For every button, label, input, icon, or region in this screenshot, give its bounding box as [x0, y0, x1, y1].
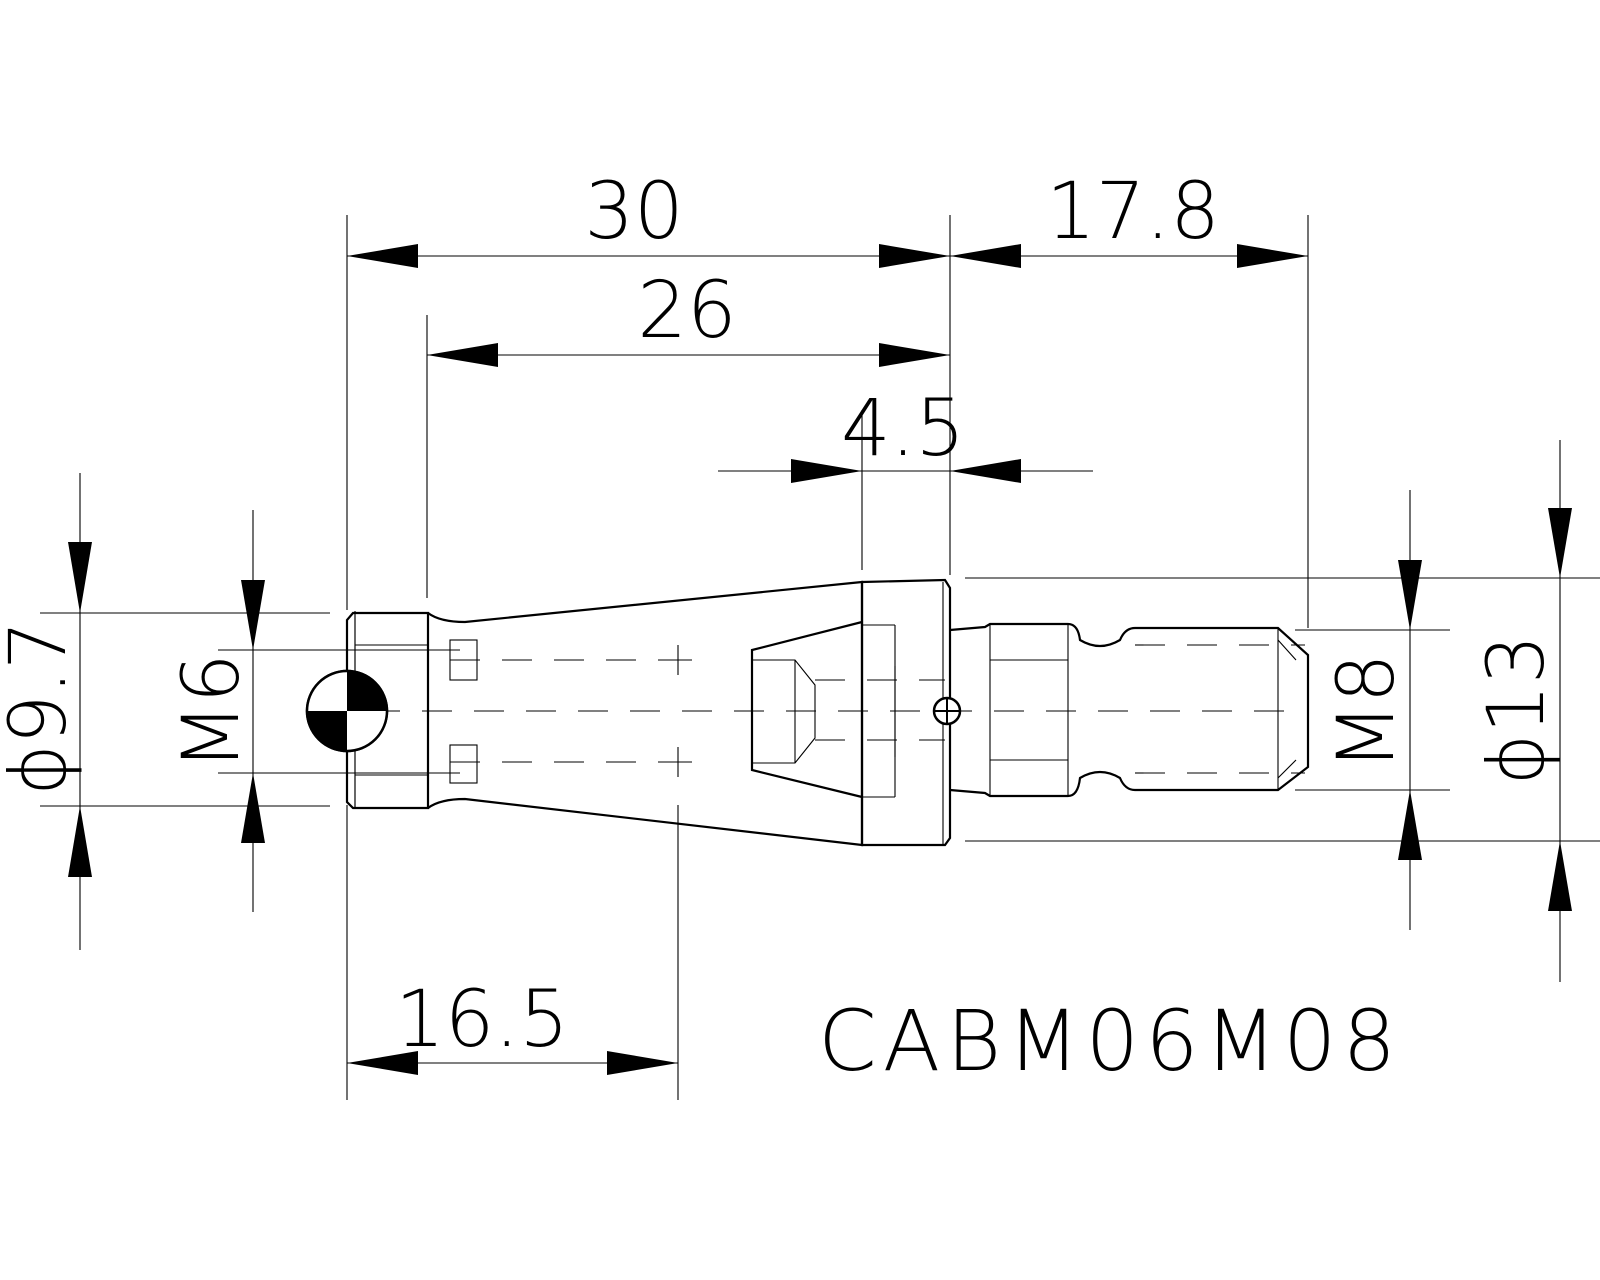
part-body	[345, 578, 1310, 847]
dim-16-5: 16.5	[395, 975, 569, 1065]
dim-26: 26	[637, 266, 736, 356]
center-of-gravity-symbol	[305, 669, 389, 753]
dim-m6: M6	[167, 654, 257, 771]
extension-lines	[40, 215, 1600, 1100]
dim-phi-9-7: ϕ9.7	[0, 620, 84, 796]
dim-30: 30	[584, 167, 683, 257]
part-code-label: CABM06M08	[818, 992, 1402, 1090]
pivot-hole-symbol	[932, 696, 962, 726]
dim-4-5: 4.5	[841, 384, 965, 474]
dim-17-8: 17.8	[1046, 167, 1220, 257]
arrowheads	[68, 244, 1572, 1075]
dim-m8: M8	[1322, 654, 1412, 771]
dim-phi-13: ϕ13	[1472, 635, 1562, 786]
